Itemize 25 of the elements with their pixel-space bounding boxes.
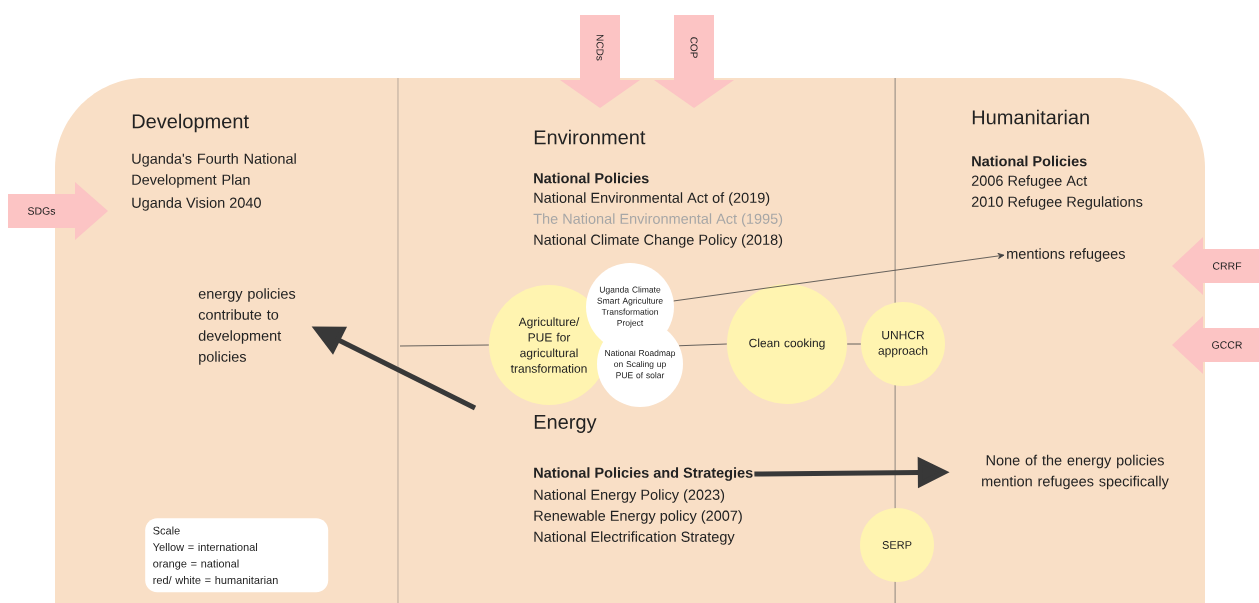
policy-text: Renewable Energy policy (2007) — [534, 510, 742, 524]
policy-text: National Environmental Act of (2019) — [534, 192, 770, 206]
connector-line — [399, 344, 490, 347]
policy-heading: National Policies and Strategies — [534, 467, 753, 481]
policy-heading: National Policies — [534, 172, 649, 184]
legend-card: Scale Yellow = international orange = national red/ white = humanitarian — [145, 518, 329, 593]
note-text: energy policies contribute to development policies — [198, 288, 296, 365]
section-heading: Development — [132, 113, 249, 133]
policy-text: 2006 Refugee Act — [971, 175, 1088, 189]
connector-line — [846, 343, 862, 345]
note-text: None of the energy policies mention refugees specifically — [982, 454, 1169, 490]
arrow — [673, 253, 1005, 302]
section-heading: Energy — [534, 415, 597, 433]
policy-text: National Electrification Strategy — [534, 531, 735, 545]
mention-text: mentions refugees — [1007, 248, 1125, 262]
policy-heading: National Policies — [972, 155, 1087, 167]
section-heading: Environment — [534, 129, 646, 145]
policy-text: National Climate Change Policy (2018) — [534, 234, 783, 248]
policy-text: 2010 Refugee Regulations — [971, 196, 1143, 210]
policy-text: Uganda Vision 2040 — [132, 197, 261, 211]
policy-text: The National Environmental Act (1995) — [533, 213, 783, 227]
policy-text: National Energy Policy (2023) — [534, 489, 725, 503]
section-heading: Humanitarian — [972, 109, 1089, 125]
policy-text: Uganda's Fourth National Development Plan — [132, 153, 296, 188]
connector-line — [678, 343, 728, 347]
